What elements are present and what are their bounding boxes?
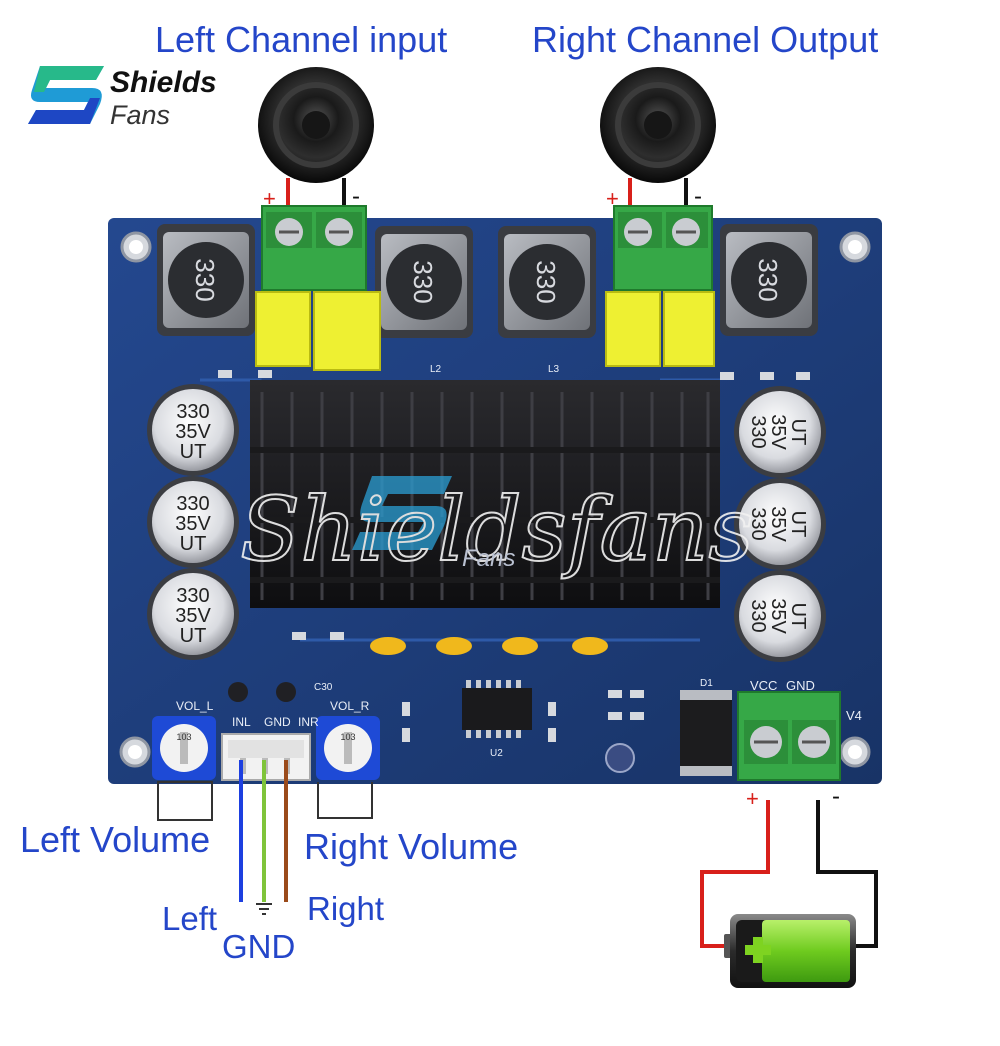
svg-text:330: 330 <box>747 415 769 448</box>
svg-text:D1: D1 <box>700 678 713 689</box>
left-minus-sign: - <box>352 183 360 210</box>
right-minus-sign: - <box>694 183 702 210</box>
svg-text:330: 330 <box>190 258 220 301</box>
inductor-4: 330 <box>720 224 818 336</box>
silk-vcc: VCC <box>750 678 777 693</box>
svg-text:330: 330 <box>408 260 438 303</box>
left-speaker-wires <box>286 178 346 210</box>
svg-text:UT: UT <box>787 511 809 538</box>
right-channel-label: Right Channel Output <box>532 19 879 60</box>
silk-inl: INL <box>232 715 251 729</box>
svg-text:103: 103 <box>176 732 191 742</box>
power-terminal[interactable] <box>737 691 841 781</box>
svg-text:330: 330 <box>747 507 769 540</box>
smd-components <box>218 370 810 742</box>
capacitor-right-2: UT 35V 330 <box>734 478 826 570</box>
svg-text:L3: L3 <box>548 364 560 375</box>
svg-text:L2: L2 <box>430 364 442 375</box>
svg-text:35V: 35V <box>767 598 789 634</box>
svg-text:330: 330 <box>531 260 561 303</box>
shieldsfans-watermark: Shieldsfans Fans <box>239 476 755 582</box>
svg-text:330: 330 <box>753 258 783 301</box>
svg-text:330: 330 <box>176 585 209 607</box>
silk-gnd-power: GND <box>786 678 815 693</box>
shieldsfans-logo: Shields Fans <box>26 58 236 134</box>
left-speaker-icon <box>258 67 374 183</box>
svg-text:UT: UT <box>787 419 809 446</box>
inductor-2: 330 <box>375 226 473 338</box>
svg-text:UT: UT <box>180 533 207 555</box>
svg-text:35V: 35V <box>175 421 211 443</box>
logo-mark-icon <box>28 66 104 124</box>
small-capacitor <box>605 743 635 773</box>
capacitor-left-2: 330 35V UT <box>147 476 239 568</box>
svg-text:UT: UT <box>180 441 207 463</box>
gnd-input-label: GND <box>222 928 296 965</box>
svg-text:UT: UT <box>180 625 207 647</box>
inductor-1: 330 <box>157 224 255 336</box>
right-plus-sign: + <box>606 186 619 211</box>
left-volume-bracket <box>157 781 213 821</box>
right-volume-label: Right Volume <box>304 826 519 867</box>
capacitor-right-3: UT 35V 330 <box>734 570 826 662</box>
inductor-3: 330 <box>498 226 596 338</box>
svg-text:UT: UT <box>787 603 809 630</box>
silk-vol-r: VOL_R <box>330 699 370 713</box>
ic-chip: U2 <box>462 680 532 759</box>
power-minus-sign: - <box>832 783 840 810</box>
battery-icon <box>724 914 856 988</box>
input-capacitor-left <box>228 682 248 702</box>
capacitor-right-1: UT 35V 330 <box>734 386 826 478</box>
svg-text:35V: 35V <box>175 605 211 627</box>
silk-gnd: GND <box>264 715 291 729</box>
svg-text:35V: 35V <box>767 506 789 542</box>
svg-text:103: 103 <box>340 732 355 742</box>
logo-brand-name: Shields <box>110 66 217 99</box>
silk-vol-l: VOL_L <box>176 699 214 713</box>
svg-text:330: 330 <box>176 493 209 515</box>
left-volume-pot[interactable]: 103 <box>152 716 216 780</box>
svg-text:35V: 35V <box>175 513 211 535</box>
battery-wires <box>700 800 878 948</box>
logo-brand-sub: Fans <box>110 100 171 130</box>
right-volume-bracket <box>317 782 373 819</box>
svg-text:Fans: Fans <box>462 545 515 572</box>
left-channel-label: Left Channel input <box>155 19 448 60</box>
svg-text:330: 330 <box>176 401 209 423</box>
left-speaker-terminal[interactable] <box>261 205 367 291</box>
svg-text:35V: 35V <box>767 414 789 450</box>
silk-inr: INR <box>298 715 319 729</box>
right-speaker-icon <box>600 67 716 183</box>
silk-c30: C30 <box>314 682 333 693</box>
power-plus-sign: + <box>746 786 759 811</box>
svg-text:Shieldsfans: Shieldsfans <box>240 478 754 581</box>
right-speaker-terminal[interactable] <box>613 205 713 291</box>
left-plus-sign: + <box>263 186 276 211</box>
right-speaker-wires <box>628 178 688 210</box>
left-input-label: Left <box>162 900 218 937</box>
film-capacitors <box>255 291 715 371</box>
heatsink <box>250 380 720 608</box>
amplifier-pcb: 330 330 330 330 L2 L3 <box>108 205 882 784</box>
right-input-label: Right <box>307 890 385 927</box>
svg-text:U2: U2 <box>490 748 503 759</box>
input-capacitor-right <box>276 682 296 702</box>
right-volume-pot[interactable]: 103 <box>316 716 380 780</box>
capacitor-left-1: 330 35V UT <box>147 384 239 476</box>
svg-text:330: 330 <box>747 599 769 632</box>
capacitor-left-3: 330 35V UT <box>147 568 239 660</box>
diode-d1: D1 <box>680 678 732 776</box>
left-volume-label: Left Volume <box>20 819 211 860</box>
ceramic-capacitors <box>370 637 608 655</box>
silk-v4: V4 <box>846 708 862 723</box>
audio-input-wires <box>239 760 288 915</box>
